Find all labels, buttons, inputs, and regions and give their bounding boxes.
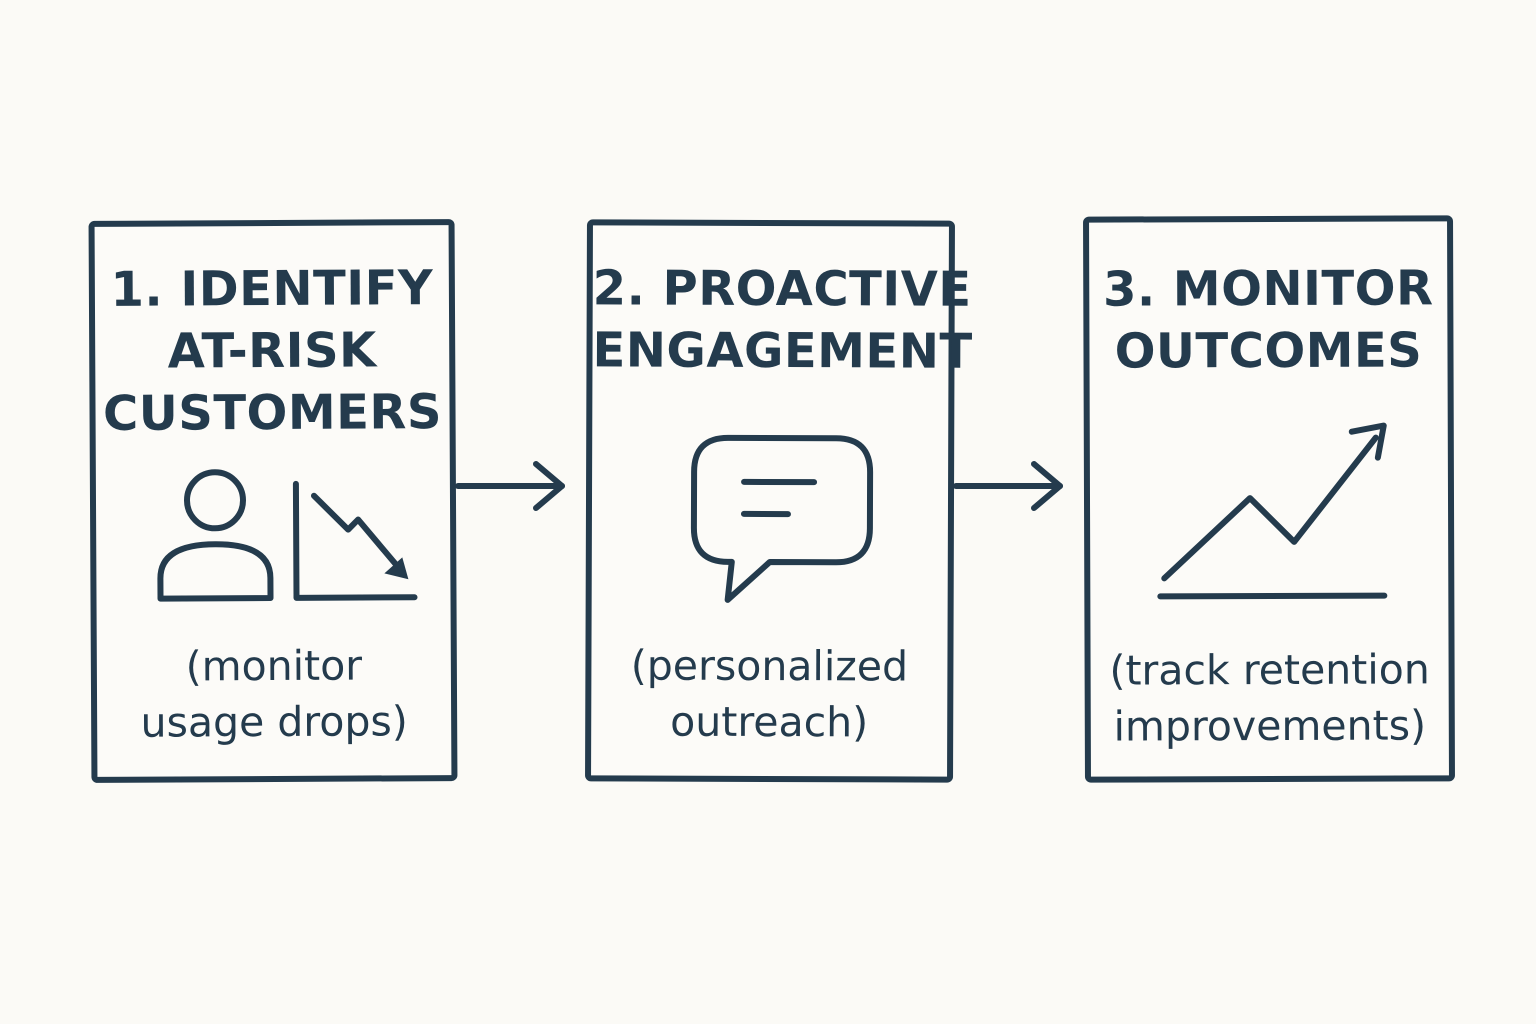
step-caption: (monitor usage drops): [97, 637, 452, 751]
step-title-line: 3. MONITOR: [1102, 260, 1434, 318]
step-caption-line: outreach): [670, 697, 869, 747]
step-caption-line: (personalized: [630, 641, 909, 691]
step-title: 1. IDENTIFY AT-RISK CUSTOMERS: [95, 257, 450, 445]
step-title-line: AT-RISK: [167, 322, 377, 380]
step-caption-line: (monitor: [185, 641, 363, 691]
step-caption-line: improvements): [1113, 701, 1427, 751]
chat-bubble-icon: [690, 434, 874, 603]
rising-trend-icon: [1157, 422, 1388, 600]
flow-arrow-icon: [455, 461, 565, 511]
step-caption-line: (track retention: [1109, 645, 1430, 695]
step-title-line: OUTCOMES: [1114, 322, 1423, 380]
step-title-line: ENGAGEMENT: [592, 322, 973, 380]
step-title: 3. MONITOR OUTCOMES: [1089, 257, 1447, 382]
step-title-line: 2. PROACTIVE: [592, 260, 972, 318]
step-title-line: CUSTOMERS: [102, 384, 443, 442]
flow-arrow-icon: [953, 461, 1063, 511]
step-box-outcomes: 3. MONITOR OUTCOMES (track retention imp…: [1083, 215, 1455, 783]
step-box-identify: 1. IDENTIFY AT-RISK CUSTOMERS (monitor u…: [88, 219, 458, 783]
step-caption-line: usage drops): [140, 697, 408, 747]
user-declining-chart-icon: [157, 469, 418, 602]
step-title: 2. PROACTIVE ENGAGEMENT: [592, 257, 973, 382]
step-caption: (personalized outreach): [591, 637, 947, 750]
step-caption: (track retention improvements): [1091, 641, 1449, 754]
step-title-line: 1. IDENTIFY: [110, 260, 434, 318]
step-box-engagement: 2. PROACTIVE ENGAGEMENT (personalized ou…: [585, 219, 973, 783]
